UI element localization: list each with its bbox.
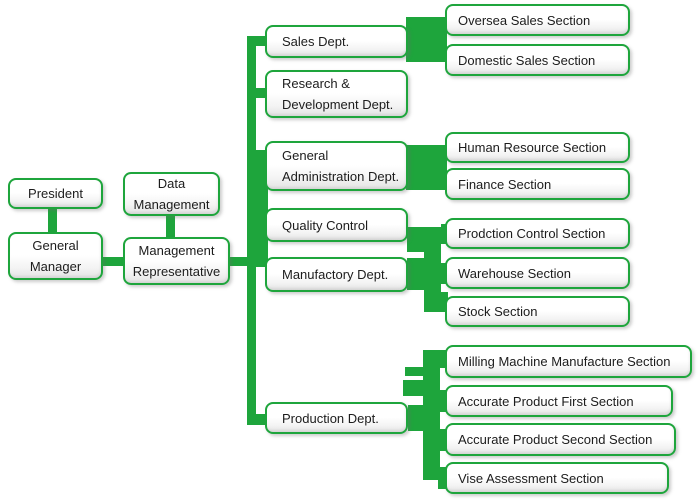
accurate-first-tab bbox=[438, 390, 448, 412]
org-node-general-manager: General Manager bbox=[8, 232, 103, 280]
vise-assessment-tab bbox=[438, 467, 448, 489]
org-node-accurate-product-first-section: Accurate Product First Section bbox=[445, 385, 673, 417]
org-node-label: Research & Development Dept. bbox=[282, 76, 394, 112]
production-dept-arm bbox=[408, 405, 424, 431]
org-node-president: President bbox=[8, 178, 103, 209]
org-node-label: President bbox=[28, 186, 83, 201]
org-node-data-management: Data Management bbox=[123, 172, 220, 216]
org-node-warehouse-section: Warehouse Section bbox=[445, 257, 630, 289]
president-gm-link bbox=[48, 208, 57, 232]
production-hub-bar bbox=[423, 357, 440, 480]
org-node-label: Warehouse Section bbox=[458, 265, 571, 281]
org-node-label: Accurate Product First Section bbox=[458, 393, 634, 409]
org-node-label: Quality Control bbox=[282, 217, 368, 233]
org-node-label: Accurate Product Second Section bbox=[458, 432, 653, 447]
org-node-milling-machine-manufacture-section: Milling Machine Manufacture Section bbox=[445, 345, 692, 378]
accurate-second-tab bbox=[438, 429, 448, 451]
org-node-vise-assessment-section: Vise Assessment Section bbox=[445, 462, 669, 494]
dm-mr-link bbox=[166, 215, 175, 237]
org-node-label: Manufactory Dept. bbox=[282, 267, 389, 282]
org-node-label: Finance Section bbox=[458, 176, 552, 192]
warehouse-tab bbox=[441, 263, 448, 284]
org-node-oversea-sales-section: Oversea Sales Section bbox=[445, 4, 630, 36]
org-node-manufactory-dept: Manufactory Dept. bbox=[265, 257, 408, 292]
org-node-label: General Administration Dept. bbox=[282, 148, 400, 184]
org-node-research-development-dept: Research & Development Dept. bbox=[265, 70, 408, 118]
sales-sections-hub bbox=[406, 17, 447, 62]
org-node-label: Domestic Sales Section bbox=[458, 52, 596, 68]
stock-arm bbox=[424, 292, 448, 312]
org-node-label: Data Management bbox=[133, 176, 210, 212]
org-node-label: Milling Machine Manufacture Section bbox=[458, 354, 671, 369]
production-hub-stub-b bbox=[403, 380, 423, 396]
org-node-label: Sales Dept. bbox=[282, 34, 350, 49]
org-node-finance-section: Finance Section bbox=[445, 168, 630, 200]
production-dept-elbow bbox=[247, 414, 267, 425]
org-node-human-resource-section: Human Resource Section bbox=[445, 132, 630, 163]
trunk-wide-segment bbox=[247, 150, 268, 267]
sales-dept-stub bbox=[254, 36, 265, 46]
org-node-label: Production Dept. bbox=[282, 410, 379, 426]
org-node-label: General Manager bbox=[29, 238, 82, 274]
mid-hub-bar bbox=[424, 227, 441, 312]
org-node-label: Human Resource Section bbox=[458, 140, 607, 155]
org-node-prodction-control-section: Prodction Control Section bbox=[445, 218, 630, 249]
org-node-domestic-sales-section: Domestic Sales Section bbox=[445, 44, 630, 76]
org-node-label: Management Representative bbox=[132, 243, 221, 279]
org-node-accurate-product-second-section: Accurate Product Second Section bbox=[445, 423, 676, 456]
org-node-management-representative: Management Representative bbox=[123, 237, 230, 285]
rd-dept-stub bbox=[254, 88, 265, 98]
org-node-production-dept: Production Dept. bbox=[265, 402, 408, 434]
gm-mr-link bbox=[103, 257, 123, 266]
prodction-control-tab bbox=[441, 224, 448, 244]
org-node-sales-dept: Sales Dept. bbox=[265, 25, 408, 58]
org-node-label: Stock Section bbox=[458, 304, 538, 319]
admin-sections-hub bbox=[406, 145, 447, 190]
org-node-label: Oversea Sales Section bbox=[458, 12, 591, 28]
org-node-stock-section: Stock Section bbox=[445, 296, 630, 327]
mr-trunk-link bbox=[228, 257, 247, 266]
org-node-label: Vise Assessment Section bbox=[458, 470, 604, 486]
org-node-general-administration-dept: General Administration Dept. bbox=[265, 141, 408, 191]
production-hub-stub-a bbox=[405, 367, 423, 376]
org-node-label: Prodction Control Section bbox=[458, 226, 606, 241]
org-node-quality-control: Quality Control bbox=[265, 208, 408, 242]
